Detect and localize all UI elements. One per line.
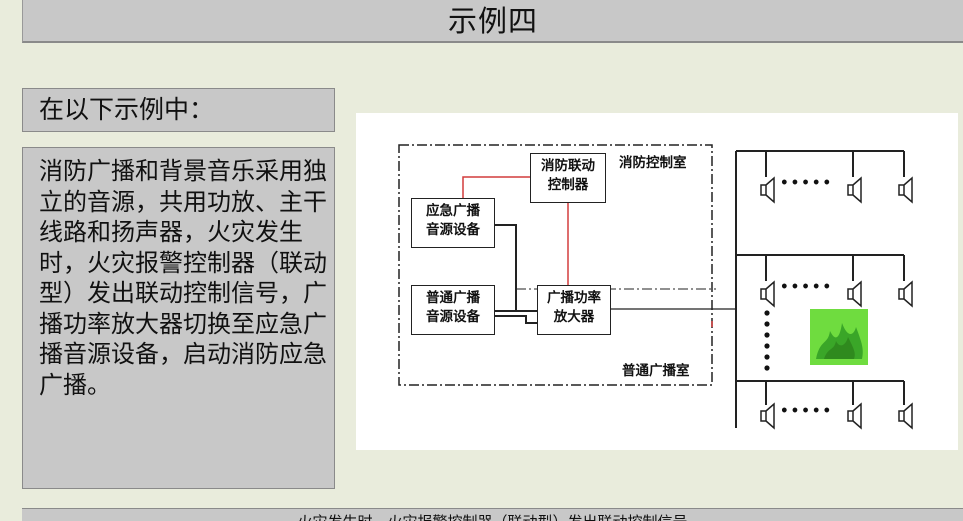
diagram-lines: [398, 144, 913, 430]
normal-source-line2: 音源设备: [426, 309, 480, 325]
speaker-dots-row2: •••••: [780, 279, 834, 295]
emergency-source-box: 应急广播 音源设备: [411, 198, 495, 248]
amplifier-line1: 广播功率: [547, 290, 601, 306]
intro-text: 在以下示例中：: [22, 88, 335, 132]
linkage-controller-line1: 消防联动: [541, 158, 595, 174]
fire-control-room-label: 消防控制室: [619, 155, 687, 171]
emergency-source-line2: 音源设备: [426, 222, 480, 238]
speaker-dots-row3: •••••: [780, 403, 834, 419]
normal-source-box: 普通广播 音源设备: [411, 285, 495, 335]
fire-icon: [810, 309, 868, 365]
slide-title: 示例四: [22, 0, 963, 43]
footer-caption: 火灾发生时，火灾报警控制器（联动型）发出联动控制信号: [22, 508, 963, 521]
description-text: 消防广播和背景音乐采用独立的音源，共用功放、主干线路和扬声器，火灾发生时，火灾报…: [22, 147, 335, 489]
normal-source-line1: 普通广播: [426, 290, 480, 306]
speaker-dots-row1: •••••: [780, 175, 834, 191]
linkage-controller-line2: 控制器: [547, 177, 589, 193]
broadcast-room-label: 普通广播室: [622, 363, 690, 379]
amplifier-box: 广播功率 放大器: [537, 285, 611, 335]
amplifier-line2: 放大器: [553, 309, 595, 325]
emergency-source-line1: 应急广播: [426, 203, 480, 219]
broadcast-diagram: 消防联动 控制器 应急广播 音源设备 普通广播 音源设备 广播功率 放大器 消防…: [356, 113, 958, 450]
linkage-controller-box: 消防联动 控制器: [530, 153, 606, 203]
